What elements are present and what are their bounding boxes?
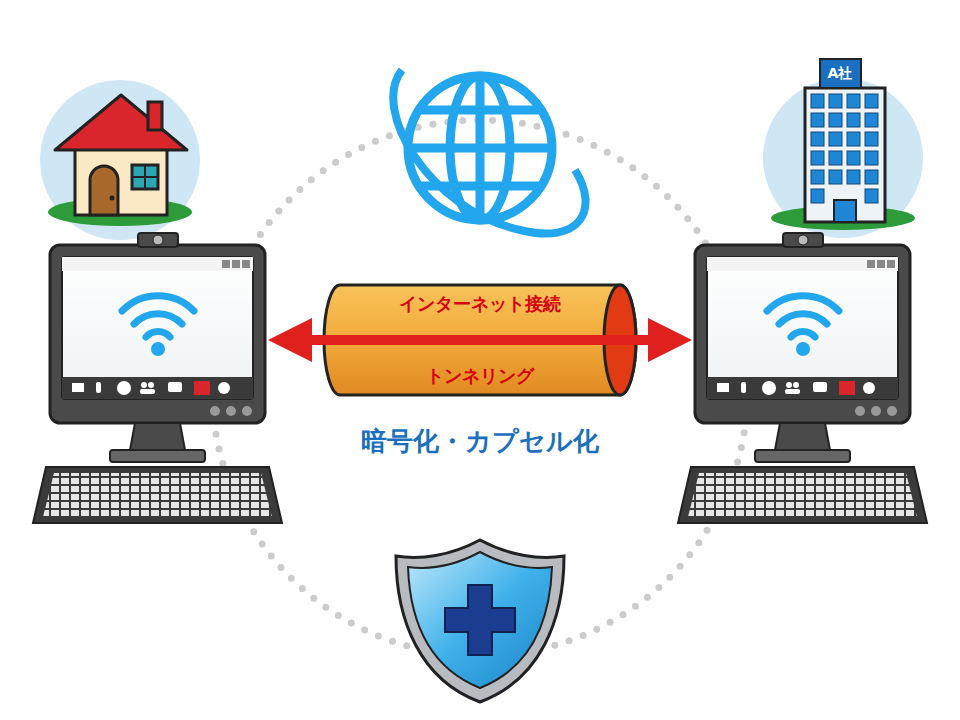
office-building-icon bbox=[763, 78, 923, 238]
tunnel-text: トンネリング bbox=[426, 365, 534, 387]
tunnel-box: インターネット接続トンネリング bbox=[342, 285, 618, 395]
house-icon bbox=[40, 80, 200, 240]
shield-icon bbox=[396, 540, 564, 702]
globe-icon bbox=[393, 70, 585, 234]
caption-label: 暗号化・カプセル化 bbox=[361, 424, 599, 459]
company-name: A社 bbox=[828, 65, 853, 82]
tunnel-text: インターネット接続 bbox=[399, 293, 561, 315]
company-sign: A社 bbox=[819, 58, 862, 89]
home-computer bbox=[33, 233, 282, 523]
office-computer bbox=[678, 233, 927, 523]
double-arrow bbox=[268, 318, 692, 362]
